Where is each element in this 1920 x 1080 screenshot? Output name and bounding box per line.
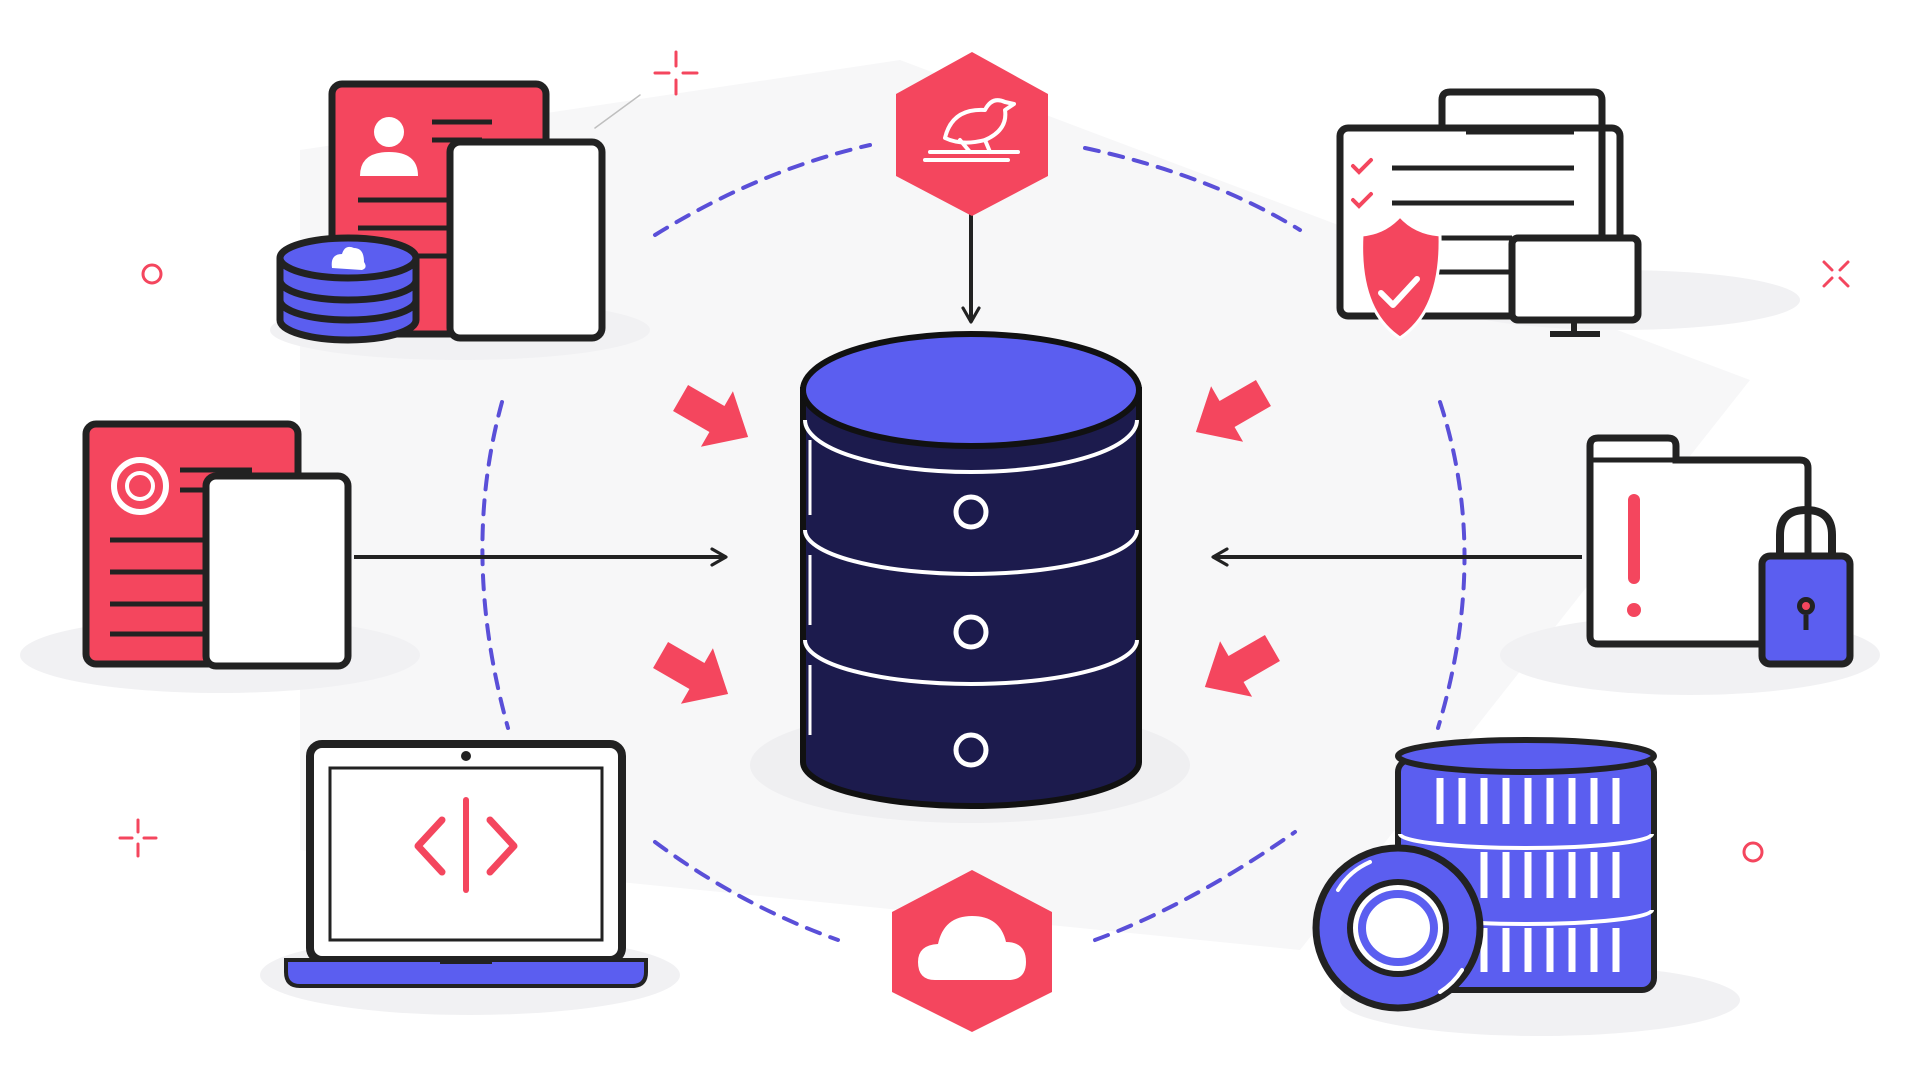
orbit-dashes bbox=[480, 143, 1467, 942]
code-laptop[interactable] bbox=[284, 740, 648, 988]
profile-documents[interactable] bbox=[82, 420, 352, 670]
checklist-security-devices[interactable] bbox=[1336, 88, 1642, 340]
database-icon bbox=[800, 331, 1142, 809]
central-database[interactable] bbox=[800, 331, 1142, 809]
code-laptop-icon bbox=[284, 740, 648, 988]
contact-documents-with-storage[interactable] bbox=[276, 80, 606, 344]
monitor-icon bbox=[1508, 234, 1642, 337]
inflow-arrow-icon bbox=[1195, 380, 1271, 442]
sparkle-icon bbox=[118, 818, 158, 858]
locked-folder-icon bbox=[1586, 434, 1854, 668]
decorations bbox=[118, 50, 1850, 863]
inflow-arrows bbox=[653, 380, 1280, 704]
profile-document-icon bbox=[82, 420, 352, 670]
locked-alert-folder[interactable] bbox=[1586, 434, 1854, 668]
inflow-arrow-icon bbox=[673, 385, 749, 447]
connector-arrows bbox=[354, 212, 1582, 567]
inflow-arrow-icon bbox=[1204, 635, 1280, 697]
shield-check-icon bbox=[1360, 213, 1442, 340]
bird-pen-hexagon[interactable] bbox=[896, 52, 1048, 216]
cloud-icon bbox=[918, 916, 1026, 980]
bird-pen-icon bbox=[923, 98, 1020, 162]
disk-icon bbox=[1312, 844, 1484, 1012]
storage-stack-icon bbox=[276, 234, 420, 344]
inflow-arrow-icon bbox=[653, 642, 729, 704]
storage-servers-with-disk[interactable] bbox=[1312, 737, 1657, 1012]
ring-dot-icon bbox=[141, 263, 163, 285]
ring-dot-icon bbox=[1742, 841, 1764, 863]
sparkle-icon bbox=[1822, 260, 1850, 288]
sparkle-icon bbox=[653, 50, 699, 96]
cloud-hexagon[interactable] bbox=[892, 870, 1052, 1032]
